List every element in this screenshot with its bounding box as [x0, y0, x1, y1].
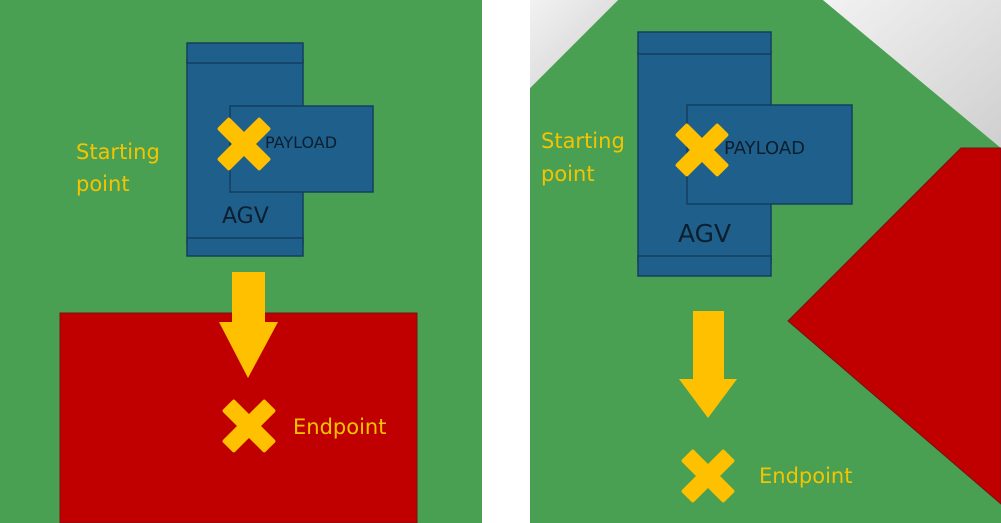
right-scenario-panel: Starting point PAYLOAD AGV Endpoint	[530, 0, 1001, 523]
start-x-marker-icon	[675, 123, 729, 177]
end-x-marker-icon	[681, 449, 735, 503]
starting-point-label-line2: point	[76, 172, 130, 196]
payload-label: PAYLOAD	[265, 133, 338, 152]
agv-label: AGV	[222, 204, 269, 229]
right-scenario-diagram	[530, 0, 1001, 523]
starting-point-label-line2: point	[541, 162, 595, 186]
start-x-marker-icon	[217, 117, 271, 171]
down-arrow-icon	[219, 272, 278, 378]
endpoint-label: Endpoint	[759, 464, 853, 488]
endpoint-label: Endpoint	[293, 415, 387, 439]
outside-corner-area	[823, 0, 1001, 148]
left-scenario-panel: Starting point PAYLOAD AGV Endpoint	[0, 0, 482, 523]
starting-point-label-line1: Starting	[541, 129, 625, 153]
down-arrow-icon	[679, 311, 737, 418]
red-zone	[787, 147, 1001, 505]
starting-point-label-line1: Starting	[76, 140, 160, 164]
payload-label: PAYLOAD	[724, 138, 806, 159]
agv-label: AGV	[678, 219, 732, 248]
outside-corner-area	[530, 0, 618, 88]
end-x-marker-icon	[222, 399, 276, 453]
left-scenario-diagram	[0, 0, 482, 523]
